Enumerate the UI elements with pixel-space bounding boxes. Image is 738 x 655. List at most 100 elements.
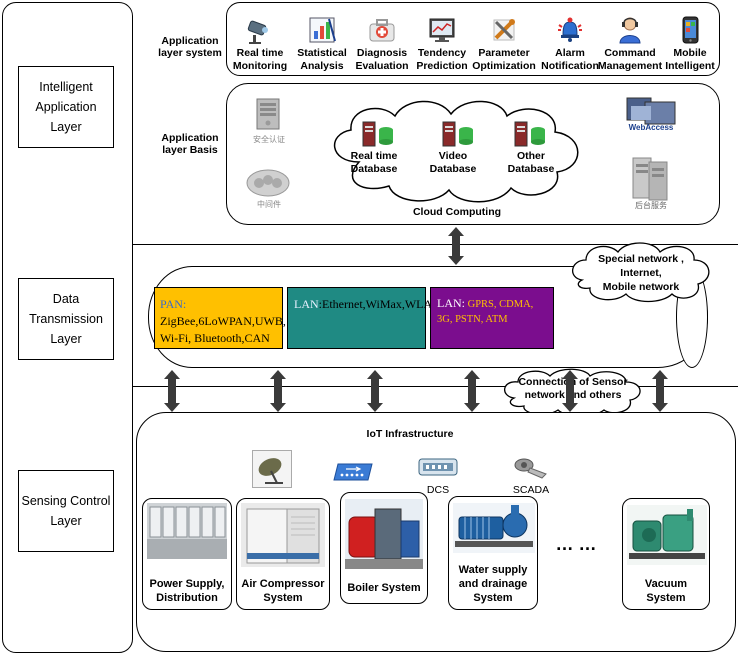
air-compressor-label: Air Compressor System [241, 578, 325, 604]
lan-wired-text: :Ethernet,WiMax,WLAN [318, 297, 441, 311]
app-item-label-2: Notification [541, 60, 599, 72]
antenna-dish-icon [252, 450, 292, 488]
video-db-icon [441, 118, 477, 153]
power-cabinet-icon [147, 503, 227, 559]
app-system-label: Application layer system [158, 35, 222, 59]
app-item-label-2: Optimization [472, 60, 536, 72]
sensing-layer-text: Sensing Control Layer [21, 494, 111, 528]
diagnosis-toolbox-icon [367, 15, 397, 45]
application-layer-text: Intelligent Application Layer [35, 80, 97, 134]
app-item-label-2: Evaluation [355, 60, 409, 72]
other-db-icon [513, 118, 549, 153]
app-item-label-2: Prediction [416, 60, 468, 72]
sensing-layer-label: Sensing Control Layer [18, 470, 114, 552]
app-item-label-2: Monitoring [232, 60, 288, 72]
pan-prefix: PAN: [160, 297, 187, 311]
lan-wired-prefix: LAN [294, 297, 319, 311]
network-to-sensing-arrow-1 [164, 370, 180, 412]
special-network-text: Special network , Internet, Mobile netwo… [598, 253, 684, 293]
network-to-sensing-arrow-3 [367, 370, 383, 412]
dcs-device-icon [418, 456, 458, 478]
app-item-label-1: Diagnosis [356, 47, 408, 59]
parameter-tools-icon [489, 15, 519, 45]
cloud-to-network-arrow [448, 227, 464, 265]
other-db-label: Other Database [507, 150, 555, 175]
vacuum-pump-icon [627, 505, 707, 565]
backend-label: 后台服务 [635, 201, 667, 210]
separator-line-top [133, 244, 738, 245]
app-basis-box: 安全认证 中间件 WebAccess 后台服务 [226, 83, 720, 225]
dcs-label: DCS [426, 484, 450, 496]
lan-wireless-text: GPRS, CDMA, 3G, PSTN, ATM [437, 299, 534, 325]
network-to-sensing-arrow-6 [652, 370, 668, 412]
special-network-cloud [572, 242, 710, 303]
tendency-monitor-icon [427, 15, 457, 45]
app-item-label-1: Tendency [417, 47, 467, 59]
boiler-system: Boiler System [340, 492, 428, 604]
app-item-label-1: Statistical [297, 47, 347, 59]
pan-network-box: PAN: ZigBee,6LoWPAN,UWB, Wi-Fi, Bluetoot… [154, 287, 286, 349]
water-supply-system: Water supply and drainage System [448, 496, 538, 610]
boiler-label: Boiler System [347, 582, 421, 594]
video-db-label: Video Database [429, 150, 477, 175]
app-item-label-1: Mobile [673, 47, 707, 59]
app-item-label-1: Command [604, 47, 656, 59]
backend-server-icon [631, 154, 671, 204]
realtime-db-label: Real time Database [350, 150, 398, 175]
water-pump-icon [453, 503, 535, 553]
air-compressor-system: Air Compressor System [236, 498, 330, 610]
security-server-icon [253, 98, 283, 132]
app-item-label-2: Analysis [300, 60, 344, 72]
vacuum-label: Vacuum System [644, 578, 688, 604]
alarm-bell-icon [555, 15, 585, 45]
realtime-db-icon [361, 118, 397, 153]
monitoring-camera-icon [245, 15, 275, 45]
statistics-chart-icon [307, 15, 337, 45]
pan-text: ZigBee,6LoWPAN,UWB, Wi-Fi, Bluetooth,CAN [160, 314, 286, 345]
scada-label: SCADA [512, 484, 550, 496]
command-operator-icon [615, 15, 645, 45]
app-item-label-2: Management [597, 60, 663, 72]
webaccess-icon [623, 96, 679, 138]
transmission-layer-label: Data Transmission Layer [18, 278, 114, 360]
lan-wireless-box: LAN: GPRS, CDMA, 3G, PSTN, ATM [430, 287, 554, 349]
middleware-icon [245, 166, 291, 200]
mobile-phone-icon [675, 15, 705, 45]
cloud-computing-label: Cloud Computing [412, 206, 502, 218]
application-layer-label: Intelligent Application Layer [18, 66, 114, 148]
network-to-sensing-arrow-4 [464, 370, 480, 412]
transmission-layer-text: Data Transmission Layer [29, 292, 103, 346]
middleware-label: 中间件 [257, 200, 281, 209]
webaccess-label: WebAccess [628, 123, 674, 132]
app-item-label-1: Alarm [555, 47, 585, 59]
app-item-label-1: Real time [236, 47, 284, 59]
network-to-sensing-arrow-2 [270, 370, 286, 412]
water-supply-label: Water supply and drainage System [458, 564, 528, 604]
lan-wireless-prefix: LAN: [437, 296, 465, 310]
boiler-icon [345, 499, 423, 569]
iot-title: IoT Infrastructure [366, 428, 454, 440]
app-basis-label: Application layer Basis [161, 132, 219, 156]
lan-wired-box: LAN:Ethernet,WiMax,WLAN [287, 287, 441, 349]
air-compressor-icon [241, 503, 325, 567]
network-switch-icon [332, 462, 374, 484]
app-item-label-2: Intelligent [665, 60, 715, 72]
security-label: 安全认证 [253, 135, 285, 144]
app-item-label-1: Parameter [478, 47, 530, 59]
separator-line-bottom [133, 386, 738, 387]
power-supply-system: Power Supply, Distribution [142, 498, 232, 610]
more-systems-ellipsis: … … [555, 534, 597, 554]
scada-device-icon [510, 454, 550, 480]
network-to-sensing-arrow-5 [562, 370, 578, 412]
vacuum-system: Vacuum System [622, 498, 710, 610]
